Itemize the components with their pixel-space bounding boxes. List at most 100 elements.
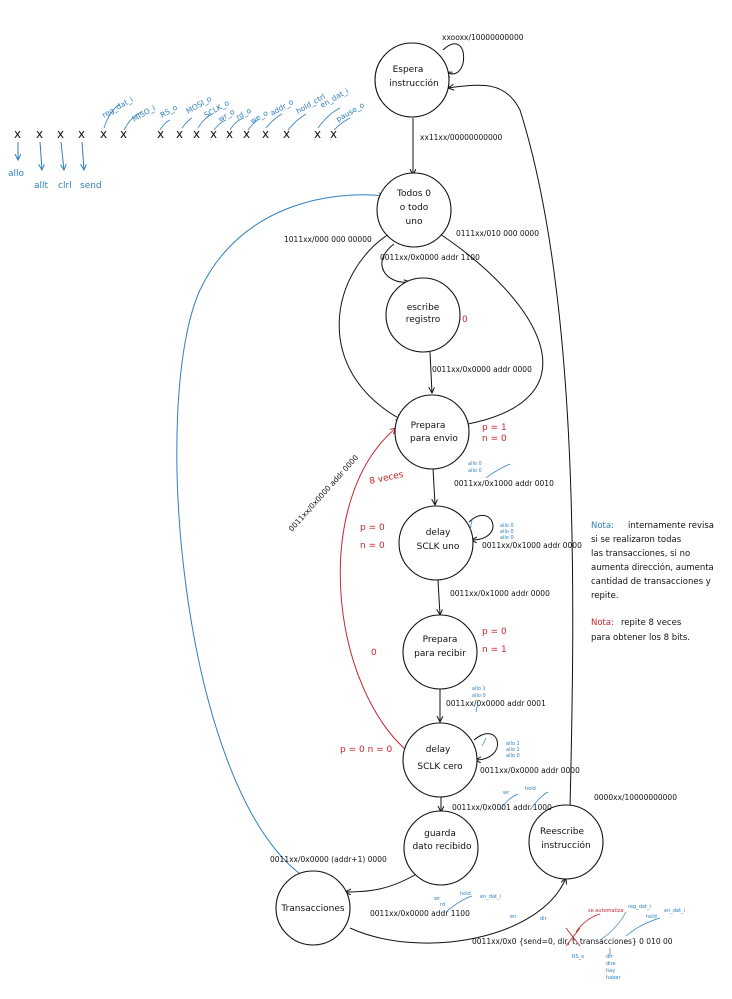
state-label-transacciones: Transacciones bbox=[280, 904, 344, 914]
state-label-todos-2: uno bbox=[406, 217, 423, 227]
state-prepara-envio bbox=[394, 394, 470, 470]
input-mark-2: x bbox=[57, 127, 64, 141]
input-name-2: clrl bbox=[58, 181, 72, 191]
label-delay-uno-self: 0011xx/0x1000 addr 0000 bbox=[482, 541, 582, 550]
label-delay-cero-self: 0011xx/0x0000 addr 0000 bbox=[480, 766, 580, 775]
edge-prepara-delay-uno bbox=[433, 467, 435, 505]
note-1-line-1: para obtener los 8 bits. bbox=[591, 633, 690, 643]
small-recibir-0: allo 1 bbox=[472, 686, 486, 692]
assign-delay-cero: p = 0 n = 0 bbox=[340, 745, 393, 755]
note-1-key: Nota: bbox=[591, 618, 614, 628]
state-label-todos-0: Todos 0 bbox=[396, 189, 431, 199]
label-todos-escribe: 0011xx/0x0000 addr 1100 bbox=[380, 253, 480, 262]
output-mark-3: x bbox=[176, 127, 183, 141]
note-0-line-2: las transacciones, si no bbox=[591, 549, 690, 559]
state-label-recibir-0: Prepara bbox=[423, 635, 458, 645]
state-espera-instruccion bbox=[374, 42, 450, 118]
label-reescribe-espera: 0000xx/10000000000 bbox=[594, 793, 677, 802]
small-delay-uno-1: allo 0 bbox=[500, 529, 514, 535]
small-trans-reescribe-10: haber bbox=[606, 975, 621, 981]
small-prepara-envio-1: allo 0 bbox=[468, 468, 482, 474]
label-espera-todos: xx11xx/00000000000 bbox=[420, 133, 503, 142]
output-name-2: RS_o bbox=[159, 103, 180, 120]
small-trans-reescribe-5: en_dat_i bbox=[664, 908, 685, 914]
note-0-key: Nota: bbox=[591, 521, 614, 531]
note-0-line-0: internamente revisa bbox=[628, 521, 714, 531]
state-escribe-registro bbox=[385, 277, 461, 353]
small-guarda-0: wr bbox=[503, 790, 510, 796]
signal-header: x x x x x x x x x x x x x x x x allo all… bbox=[8, 86, 366, 191]
label-espera-self: xxooxx/10000000000 bbox=[442, 33, 524, 42]
small-trans-reescribe-2: se automatiza bbox=[588, 908, 624, 914]
output-name-1: MISO_i bbox=[131, 103, 157, 123]
output-mark-11: x bbox=[330, 127, 337, 141]
state-guarda-dato bbox=[403, 810, 479, 886]
small-delay-cero-2: allo 0 bbox=[506, 753, 520, 759]
small-delay-cero-1: allo 1 bbox=[506, 747, 520, 753]
assign-recibir-1: n = 1 bbox=[482, 645, 507, 655]
state-label-delay-cero-1: SCLK cero bbox=[417, 762, 463, 772]
label-prepara-delay: 0011xx/0x1000 addr 0010 bbox=[454, 479, 554, 488]
note-0-line-3: aumenta dirección, aumenta bbox=[591, 562, 714, 573]
state-label-guarda-0: guarda bbox=[424, 829, 456, 839]
edge-guarda-trans bbox=[345, 871, 421, 892]
small-trans-guarda-1: hold bbox=[460, 891, 471, 897]
output-mark-0: x bbox=[100, 127, 107, 141]
label-delay-cero-prepara: 0011xx/0x0000 addr 0000 bbox=[287, 453, 361, 533]
small-trans-reescribe-3: reg_dat_i bbox=[628, 904, 651, 910]
edge-delay-uno-recibir bbox=[438, 579, 440, 615]
assign-prepara-envio-0: p = 1 bbox=[482, 423, 507, 433]
state-label-guarda-1: dato recibido bbox=[412, 842, 472, 852]
edge-delay-cero-prepara bbox=[339, 428, 413, 756]
output-name-8: addr_o bbox=[269, 97, 296, 118]
state-label-prepara-envio-1: para envio bbox=[410, 434, 458, 444]
output-mark-5: x bbox=[210, 127, 217, 141]
small-trans-guarda-3: rd bbox=[440, 902, 445, 908]
assign-delay-uno-0: p = 0 bbox=[360, 523, 385, 533]
small-trans-reescribe-1: dir bbox=[540, 916, 548, 922]
edge-todos-escribe bbox=[381, 243, 410, 282]
small-trans-reescribe-4: hold bbox=[646, 914, 657, 920]
edge-trans-reescribe bbox=[349, 878, 566, 944]
edge-delay-cero-self bbox=[473, 733, 499, 760]
small-trans-reescribe-7: dir bbox=[606, 954, 614, 960]
input-name-3: send bbox=[80, 181, 102, 191]
state-label-reescribe-0: Reescribe bbox=[540, 827, 584, 837]
state-label-escribe-1: registro bbox=[406, 315, 441, 325]
state-label-delay-uno-1: SCLK uno bbox=[417, 542, 460, 552]
note-0-line-5: repite. bbox=[591, 591, 619, 601]
assign-escribe: 0 bbox=[462, 315, 468, 325]
assign-prepara-envio-1: n = 0 bbox=[482, 434, 507, 444]
loop-count-label: 8 veces bbox=[369, 470, 405, 487]
small-trans-reescribe-8: dire bbox=[606, 961, 616, 967]
edge-escribe-prepara bbox=[430, 351, 432, 393]
label-recibir-delay: 0011xx/0x0000 addr 0001 bbox=[446, 699, 546, 708]
small-trans-reescribe-0: en bbox=[510, 914, 516, 920]
small-prepara-envio-0: allo 0 bbox=[468, 461, 482, 467]
small-guarda-1: hold bbox=[525, 786, 536, 792]
input-mark-1: x bbox=[36, 127, 43, 141]
label-escribe-prepara: 0011xx/0x0000 addr 0000 bbox=[432, 365, 532, 374]
output-mark-1: x bbox=[120, 127, 127, 141]
label-trans-reescribe: 0011xx/0x0 {send=0, dir, t, transaccione… bbox=[472, 937, 673, 946]
edge-reescribe-espera bbox=[448, 85, 574, 809]
edge-todos-prepara-right bbox=[436, 231, 544, 425]
state-transacciones bbox=[275, 870, 351, 946]
small-recibir-1: allo 0 bbox=[472, 693, 486, 699]
note-0-line-1: si se realizaron todas bbox=[591, 535, 682, 545]
output-name-11: pause_o bbox=[335, 100, 367, 123]
state-label-prepara-envio-0: Prepara bbox=[411, 421, 446, 431]
small-delay-cero-0: allo 1 bbox=[506, 741, 520, 747]
small-trans-guarda-2: wr bbox=[434, 896, 441, 902]
output-name-7: we_o bbox=[249, 108, 270, 126]
state-label-todos-1: o todo bbox=[400, 203, 429, 213]
state-label-recibir-1: para recibir bbox=[414, 649, 466, 659]
input-name-1: allt bbox=[34, 181, 49, 191]
assign-delay-uno-1: n = 0 bbox=[360, 541, 385, 551]
state-label-delay-cero-0: delay bbox=[426, 745, 451, 755]
state-label-delay-uno-0: delay bbox=[426, 528, 451, 538]
small-delay-uno-0: allo 0 bbox=[500, 523, 514, 529]
edge-todos-prepara-left bbox=[338, 231, 402, 420]
state-delay-sclk-cero bbox=[402, 722, 478, 798]
